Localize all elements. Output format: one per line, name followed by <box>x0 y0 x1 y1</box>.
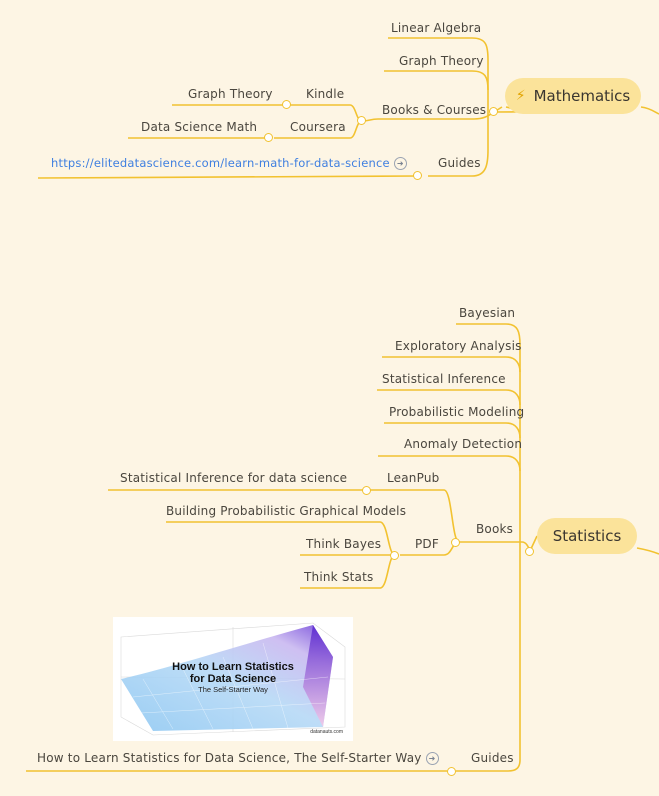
collapse-dot[interactable] <box>447 767 456 776</box>
topic-probabilistic-modeling[interactable]: Probabilistic Modeling <box>389 405 525 419</box>
collapse-dot[interactable] <box>413 171 422 180</box>
topic-books-courses[interactable]: Books & Courses <box>382 103 487 117</box>
topic-leanpub-book[interactable]: Statistical Inference for data science <box>120 471 348 485</box>
topic-pdf-book[interactable]: Think Stats <box>304 570 374 584</box>
collapse-dot[interactable] <box>489 107 498 116</box>
topic-books[interactable]: Books <box>476 522 514 536</box>
topic-coursera-course[interactable]: Data Science Math <box>141 120 258 134</box>
arrow-right-icon[interactable]: ➜ <box>425 752 439 765</box>
collapse-dot[interactable] <box>525 547 534 556</box>
topic-graph-theory[interactable]: Graph Theory <box>399 54 484 68</box>
stats-guide-title[interactable]: How to Learn Statistics for Data Science… <box>37 751 422 765</box>
collapse-dot[interactable] <box>451 538 460 547</box>
thumbnail-title-line1: How to Learn Statistics <box>172 661 294 673</box>
thumbnail-subtitle: The Self-Starter Way <box>198 685 268 694</box>
mathematics-node[interactable]: ⚡ Mathematics <box>505 78 641 114</box>
topic-bayesian[interactable]: Bayesian <box>459 306 516 320</box>
surface-plot-graphic <box>113 617 353 741</box>
collapse-dot[interactable] <box>390 551 399 560</box>
topic-kindle-book[interactable]: Graph Theory <box>188 87 273 101</box>
guide-thumbnail-image[interactable]: How to Learn Statistics for Data Science… <box>113 617 353 741</box>
arrow-right-icon[interactable]: ➜ <box>393 157 407 170</box>
topic-kindle[interactable]: Kindle <box>306 87 345 101</box>
topic-stats-guides[interactable]: Guides <box>471 751 514 765</box>
thumbnail-title-line2: for Data Science <box>189 673 277 685</box>
topic-anomaly-detection[interactable]: Anomaly Detection <box>404 437 523 451</box>
statistics-node[interactable]: Statistics <box>537 518 637 554</box>
stats-guide-link[interactable]: How to Learn Statistics for Data Science… <box>37 751 439 765</box>
topic-coursera[interactable]: Coursera <box>290 120 346 134</box>
topic-linear-algebra[interactable]: Linear Algebra <box>391 21 482 35</box>
math-guide-url[interactable]: https://elitedatascience.com/learn-math-… <box>51 156 390 170</box>
topic-math-guides[interactable]: Guides <box>438 156 481 170</box>
collapse-dot[interactable] <box>362 486 371 495</box>
statistics-title: Statistics <box>552 527 622 545</box>
topic-exploratory-analysis[interactable]: Exploratory Analysis <box>395 339 522 353</box>
collapse-dot[interactable] <box>357 116 366 125</box>
collapse-dot[interactable] <box>264 133 273 142</box>
topic-pdf[interactable]: PDF <box>415 537 439 551</box>
thumbnail-credit: datanauts.com <box>310 729 343 735</box>
topic-pdf-book[interactable]: Think Bayes <box>306 537 382 551</box>
collapse-dot[interactable] <box>282 100 291 109</box>
math-guide-link[interactable]: https://elitedatascience.com/learn-math-… <box>51 156 407 170</box>
topic-statistical-inference[interactable]: Statistical Inference <box>382 372 506 386</box>
lightning-icon: ⚡ <box>515 88 526 104</box>
topic-pdf-book[interactable]: Building Probabilistic Graphical Models <box>166 504 407 518</box>
topic-leanpub[interactable]: LeanPub <box>387 471 440 485</box>
mathematics-title: Mathematics <box>533 87 631 105</box>
